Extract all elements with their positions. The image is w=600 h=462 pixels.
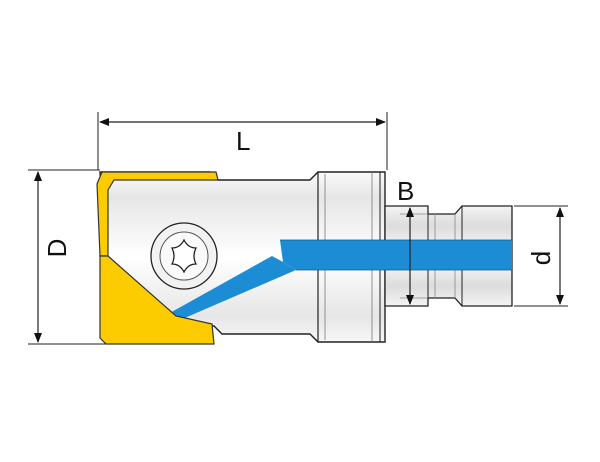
dimension-diameter: D [28, 169, 106, 345]
coolant-angled-bore [168, 256, 296, 320]
length-label: L [236, 126, 250, 156]
diameter-label: D [42, 239, 72, 258]
insert-tip [99, 255, 215, 345]
torx-recess [170, 238, 198, 274]
bore-label: B [397, 176, 414, 206]
cutting-insert [96, 171, 219, 345]
coolant-channel [168, 239, 512, 320]
dimension-bore: B [397, 176, 414, 305]
torx-screw-icon [150, 222, 218, 290]
dimension-shank: d [514, 205, 568, 307]
shank-label: d [526, 251, 556, 265]
coolant-main-bore [280, 240, 512, 270]
dimension-length: L [97, 112, 388, 170]
